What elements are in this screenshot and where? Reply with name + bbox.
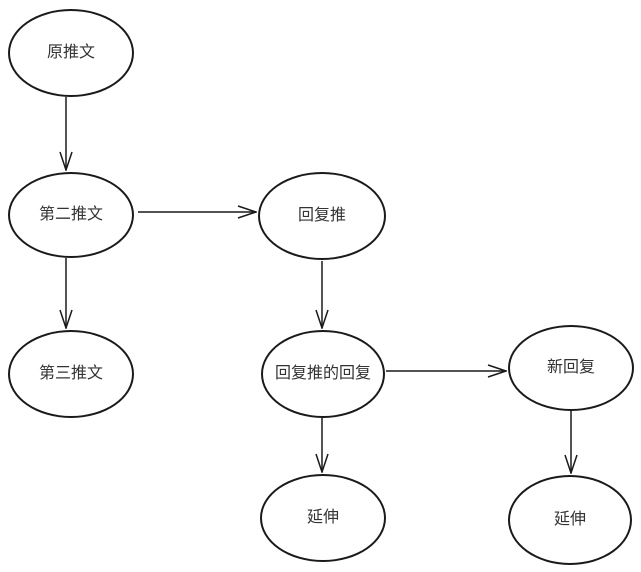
node-reply-tweet[interactable]: 回复推 <box>258 172 386 260</box>
node-reply-to-reply[interactable]: 回复推的回复 <box>261 330 385 418</box>
node-third-tweet[interactable]: 第三推文 <box>8 330 134 418</box>
node-new-reply-label: 新回复 <box>546 359 595 377</box>
node-new-reply[interactable]: 新回复 <box>508 325 634 411</box>
node-extension-right-label: 延伸 <box>553 511 586 529</box>
node-second-tweet-label: 第二推文 <box>38 206 103 224</box>
node-reply-tweet-label: 回复推 <box>297 207 346 225</box>
node-extension-left[interactable]: 延伸 <box>260 474 386 562</box>
node-reply-to-reply-label: 回复推的回复 <box>274 365 371 383</box>
node-extension-right[interactable]: 延伸 <box>508 475 632 565</box>
node-original-tweet-label: 原推文 <box>46 44 95 62</box>
node-original-tweet[interactable]: 原推文 <box>8 9 134 97</box>
node-second-tweet[interactable]: 第二推文 <box>8 172 134 258</box>
node-third-tweet-label: 第三推文 <box>38 365 103 383</box>
node-extension-left-label: 延伸 <box>306 509 339 527</box>
